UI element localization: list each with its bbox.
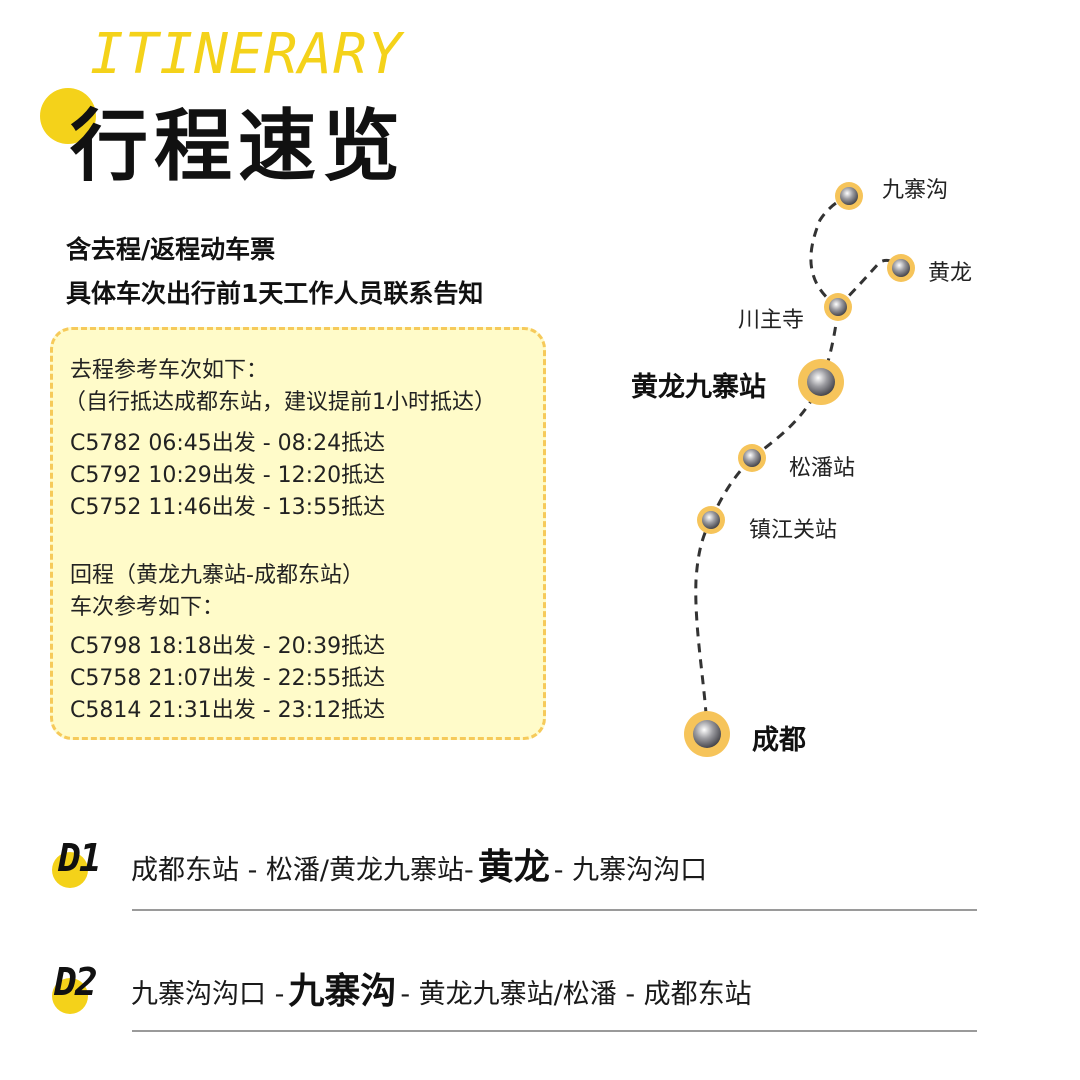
day-1-tag: D1: [58, 836, 102, 880]
outbound-heading: 去程参考车次如下：: [70, 358, 269, 383]
outbound-train: C5752 11:46出发 - 13:55抵达: [70, 495, 386, 520]
stop-label-hj-station: 黄龙九寨站: [631, 372, 766, 403]
route-segment: [836, 258, 903, 309]
day-2-route-start: 九寨沟沟口 -: [131, 979, 285, 1010]
day-2-highlight: 九寨沟: [288, 971, 397, 1012]
stop-chengdu: [684, 711, 730, 757]
stop-label-songpan: 松潘站: [789, 456, 856, 481]
day-1-route-end: - 九寨沟沟口: [553, 855, 708, 886]
return-train: C5798 18:18出发 - 20:39抵达: [70, 634, 386, 659]
intro-line-2: 具体车次出行前1天工作人员联系告知: [66, 279, 484, 308]
outbound-train: C5782 06:45出发 - 08:24抵达: [70, 431, 386, 456]
day-2-route: 九寨沟沟口 - 九寨沟 - 黄龙九寨站/松潘 - 成都东站: [131, 962, 752, 1014]
outbound-train: C5792 10:29出发 - 12:20抵达: [70, 463, 386, 488]
return-train: C5814 21:31出发 - 23:12抵达: [70, 698, 386, 723]
return-heading-2: 车次参考如下：: [70, 595, 225, 620]
day-2-route-end: - 黄龙九寨站/松潘 - 成都东站: [400, 979, 752, 1010]
outbound-note: （自行抵达成都东站，建议提前1小时抵达）: [64, 390, 496, 415]
day-2-accent-dot: [52, 978, 88, 1014]
divider: [132, 909, 977, 911]
stop-label-huanglong: 黄龙: [928, 261, 973, 286]
page-title: 行程速览: [70, 102, 407, 192]
stop-songpan: [738, 444, 766, 472]
day-1-highlight: 黄龙: [477, 847, 550, 888]
stop-label-chengdu: 成都: [752, 725, 806, 756]
stop-label-jiuzhaigou: 九寨沟: [882, 178, 949, 203]
day-1-route: 成都东站 - 松潘/黄龙九寨站- 黄龙 - 九寨沟沟口: [131, 838, 707, 890]
return-train: C5758 21:07出发 - 22:55抵达: [70, 666, 386, 691]
day-2-tag: D2: [54, 960, 98, 1004]
intro-line-1: 含去程/返程动车票: [66, 235, 276, 264]
stop-jiuzhaigou: [835, 182, 863, 210]
route-segment: [751, 381, 823, 460]
divider: [132, 1030, 977, 1032]
stop-label-zhenjiangguan: 镇江关站: [749, 518, 838, 543]
day-1-route-start: 成都东站 - 松潘/黄龙九寨站-: [131, 855, 474, 886]
return-heading: 回程（黄龙九寨站-成都东站）: [70, 563, 364, 588]
stop-chuanzhusi: [824, 293, 852, 321]
title-accent-dot: [40, 88, 96, 144]
stop-label-chuanzhusi: 川主寺: [738, 308, 805, 333]
train-schedule-box: [50, 327, 546, 740]
route-segment: [809, 194, 850, 309]
itinerary-eyebrow: ITINERARY: [90, 22, 403, 87]
stop-hj-station: [798, 359, 844, 405]
stop-zhenjiangguan: [697, 506, 725, 534]
stop-huanglong: [887, 254, 915, 282]
day-1-accent-dot: [52, 852, 88, 888]
route-segment: [694, 519, 713, 733]
